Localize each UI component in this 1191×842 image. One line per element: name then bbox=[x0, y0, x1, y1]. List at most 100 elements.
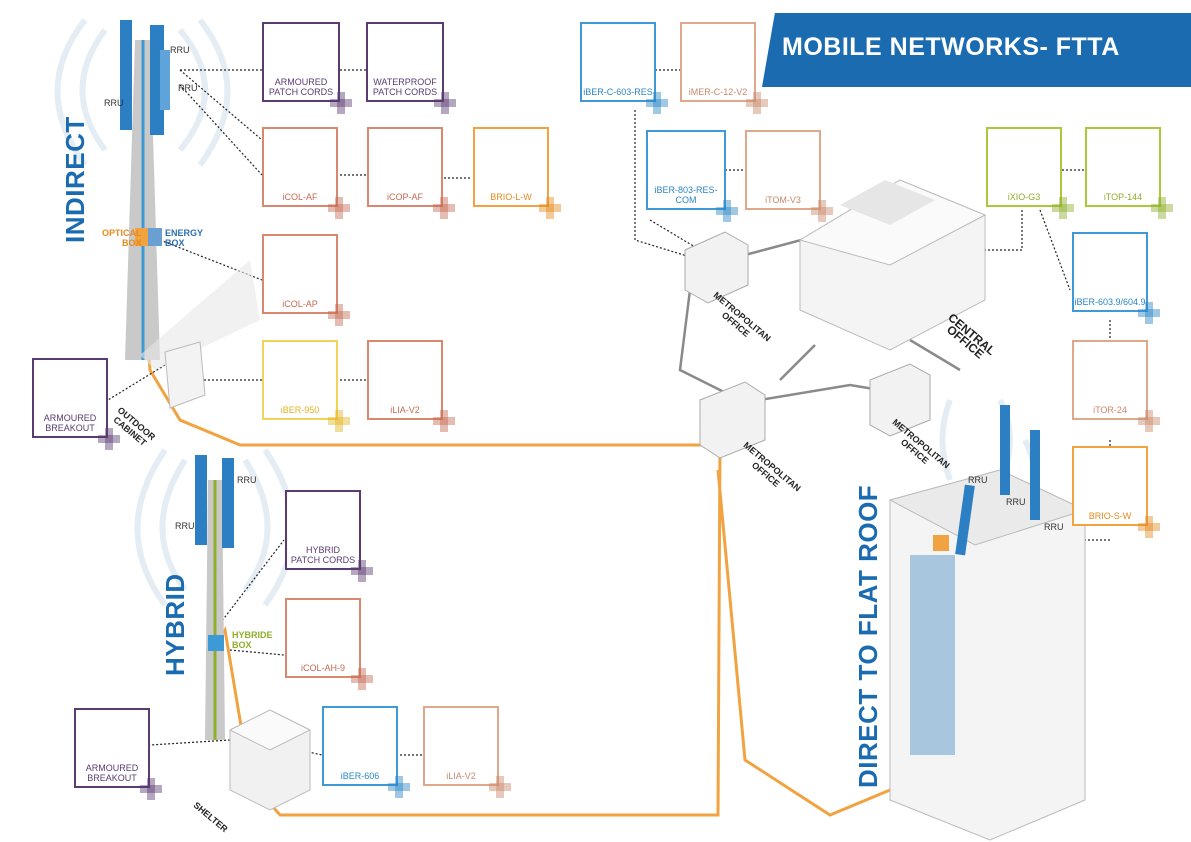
plus-icon[interactable] bbox=[330, 92, 352, 114]
energy-box-line1: ENERGY bbox=[165, 228, 204, 238]
plus-icon[interactable] bbox=[646, 92, 668, 114]
product-imer-c12[interactable]: iMER-C-12-V2 bbox=[680, 22, 768, 114]
brio-lw-image bbox=[485, 137, 537, 185]
plus-icon[interactable] bbox=[98, 428, 120, 450]
flat-roof-building bbox=[888, 405, 1087, 841]
itom-v3-label: iTOM-V3 bbox=[765, 195, 801, 205]
plus-icon[interactable] bbox=[811, 200, 833, 222]
imer-c12-label: iMER-C-12-V2 bbox=[688, 87, 748, 97]
section-hybrid: HYBRID bbox=[160, 573, 190, 676]
plus-icon[interactable] bbox=[1151, 197, 1173, 219]
waterproof-patch-line2: PATCH CORDS bbox=[372, 87, 438, 97]
energy-box-line2: BOX bbox=[165, 238, 185, 248]
icol-af-label: iCOL-AF bbox=[282, 192, 318, 202]
plus-icon[interactable] bbox=[388, 776, 410, 798]
product-icol-ap[interactable]: iCOL-AP bbox=[262, 234, 350, 326]
hybrid-patch-line2: PATCH CORDS bbox=[290, 555, 356, 565]
armoured-breakout-bottom-line1: ARMOURED bbox=[85, 763, 139, 773]
plus-icon[interactable] bbox=[351, 668, 373, 690]
icol-ah9-image bbox=[297, 608, 349, 656]
product-itop-144[interactable]: iTOP-144 bbox=[1085, 127, 1173, 219]
rru-label: RRU bbox=[237, 475, 257, 485]
metro-office-1 bbox=[684, 231, 749, 304]
plus-icon[interactable] bbox=[328, 304, 350, 326]
armoured-patch-image bbox=[274, 32, 328, 80]
central-office bbox=[798, 179, 987, 351]
itop-144-label: iTOP-144 bbox=[1103, 192, 1143, 202]
brio-sw-label: BRIO-S-W bbox=[1088, 511, 1132, 521]
page-title: MOBILE NETWORKS- FTTA bbox=[782, 33, 1120, 61]
armoured-breakout-top-line1: ARMOURED bbox=[43, 413, 97, 423]
metro-office-2 bbox=[699, 381, 766, 459]
hybride-box-line1: HYBRIDE bbox=[232, 630, 273, 640]
imer-c12-image bbox=[692, 32, 744, 80]
itom-v3-image bbox=[757, 140, 809, 188]
iber-950-image bbox=[274, 350, 326, 398]
product-ilia-v2-top[interactable]: iLIA-V2 bbox=[367, 340, 455, 432]
product-iber-803[interactable]: iBER-803-RES-COM bbox=[646, 130, 738, 222]
ixio-g3-label: iXIO-G3 bbox=[1007, 192, 1041, 202]
brio-sw-image bbox=[1084, 456, 1136, 504]
ilia-v2-top-image bbox=[379, 350, 431, 398]
icop-af-label: iCOP-AF bbox=[387, 192, 423, 202]
itop-144-image bbox=[1097, 137, 1149, 185]
rru-label: RRU bbox=[170, 45, 190, 55]
plus-icon[interactable] bbox=[716, 200, 738, 222]
plus-icon[interactable] bbox=[140, 778, 162, 800]
plus-icon[interactable] bbox=[433, 197, 455, 219]
plus-icon[interactable] bbox=[328, 197, 350, 219]
shelter bbox=[228, 709, 312, 811]
header-banner bbox=[762, 13, 1191, 87]
armoured-breakout-top-line2: BREAKOUT bbox=[45, 423, 95, 433]
product-itom-v3[interactable]: iTOM-V3 bbox=[745, 130, 833, 222]
plus-icon[interactable] bbox=[1052, 197, 1074, 219]
armoured-breakout-bottom-image bbox=[86, 718, 138, 766]
plus-icon[interactable] bbox=[539, 197, 561, 219]
plus-icon[interactable] bbox=[351, 560, 373, 582]
indirect-tower bbox=[120, 20, 260, 370]
product-icol-ah9[interactable]: iCOL-AH-9 bbox=[285, 598, 373, 690]
iber-606-label: iBER-606 bbox=[340, 771, 380, 781]
hybrid-patch-image bbox=[297, 500, 349, 548]
ilia-v2-top-label: iLIA-V2 bbox=[390, 405, 420, 415]
product-itor-24[interactable]: iTOR-24 bbox=[1072, 340, 1160, 432]
product-iber-606[interactable]: iBER-606 bbox=[322, 706, 410, 798]
product-ilia-v2-bottom[interactable]: iLIA-V2 bbox=[423, 706, 511, 798]
rru-label: RRU bbox=[104, 98, 124, 108]
rru-label: RRU bbox=[968, 475, 988, 485]
product-brio-lw[interactable]: BRIO-L-W bbox=[473, 127, 561, 219]
metro-links bbox=[678, 233, 961, 402]
iber-803-image bbox=[658, 140, 714, 188]
plus-icon[interactable] bbox=[746, 92, 768, 114]
product-icol-af[interactable]: iCOL-AF bbox=[262, 127, 350, 219]
plus-icon[interactable] bbox=[328, 410, 350, 432]
product-iber-c603[interactable]: iBER-C-603-RES bbox=[580, 22, 668, 114]
waterproof-patch-line1: WATERPROOF bbox=[373, 77, 437, 87]
plus-icon[interactable] bbox=[434, 92, 456, 114]
ilia-v2-bottom-image bbox=[435, 716, 487, 764]
optical-box-line2: BOX bbox=[121, 238, 142, 248]
plus-icon[interactable] bbox=[489, 776, 511, 798]
plus-icon[interactable] bbox=[1138, 516, 1160, 538]
product-brio-sw[interactable]: BRIO-S-W bbox=[1072, 446, 1160, 538]
plus-icon[interactable] bbox=[433, 410, 455, 432]
plus-icon[interactable] bbox=[1138, 410, 1160, 432]
plus-icon[interactable] bbox=[1138, 302, 1160, 324]
product-iber-950[interactable]: iBER-950 bbox=[262, 340, 350, 432]
product-icop-af[interactable]: iCOP-AF bbox=[367, 127, 455, 219]
itor-24-label: iTOR-24 bbox=[1093, 405, 1127, 415]
iber-803-label: iBER-803-RES-COM bbox=[654, 185, 718, 205]
product-iber-603-9[interactable]: iBER-603.9/604.9 bbox=[1072, 232, 1160, 324]
brio-lw-label: BRIO-L-W bbox=[490, 192, 532, 202]
iber-603-9-image bbox=[1084, 242, 1136, 290]
icop-af-image bbox=[379, 137, 431, 185]
product-ixio-g3[interactable]: iXIO-G3 bbox=[986, 127, 1074, 219]
